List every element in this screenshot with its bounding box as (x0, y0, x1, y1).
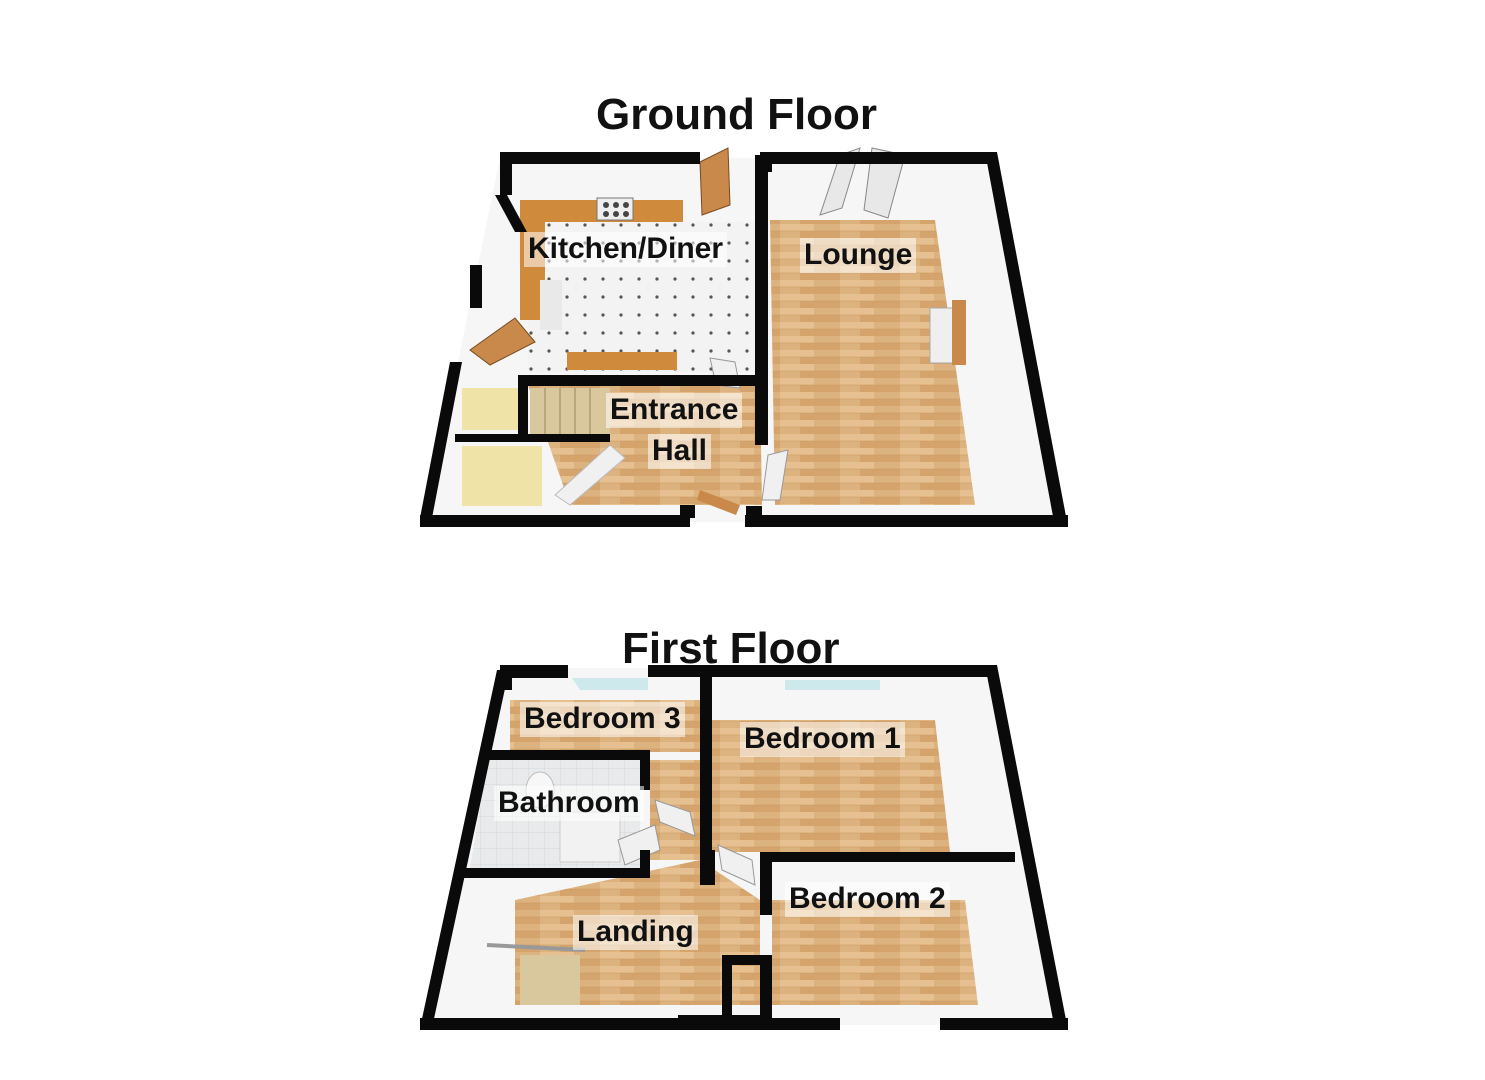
room-label-bedroom-3: Bedroom 3 (520, 702, 685, 737)
room-label-landing: Landing (573, 915, 698, 950)
cupboard-2 (462, 446, 542, 506)
fireplace (929, 300, 966, 365)
room-label-kitchen-diner: Kitchen/Diner (524, 232, 728, 267)
kitchen-side-door (469, 317, 536, 366)
room-label-bathroom: Bathroom (494, 786, 644, 821)
landing-cupboard (520, 955, 580, 1005)
front-door (697, 490, 740, 515)
cupboard-1 (462, 388, 522, 430)
first-floor-walls (420, 665, 1068, 1030)
lounge-floor (770, 220, 975, 505)
room-label-lounge: Lounge (800, 238, 917, 273)
room-label-bedroom-1: Bedroom 1 (740, 722, 905, 757)
first-floor-plan (420, 665, 1068, 1030)
lounge-french-door-left (819, 147, 861, 216)
room-label-bedroom-2: Bedroom 2 (785, 882, 950, 917)
room-label-entrance: Entrance (606, 393, 743, 428)
room-label-hall: Hall (648, 434, 712, 469)
kitchen-back-door (699, 147, 731, 216)
kitchen-units (520, 197, 683, 370)
first-floor-title: First Floor (622, 624, 840, 673)
bedroom-2-floor (772, 900, 978, 1005)
stairs (530, 388, 626, 506)
ground-floor-plan (420, 147, 1068, 527)
ground-floor-title: Ground Floor (596, 90, 878, 139)
ground-floor-walls (420, 152, 1068, 527)
